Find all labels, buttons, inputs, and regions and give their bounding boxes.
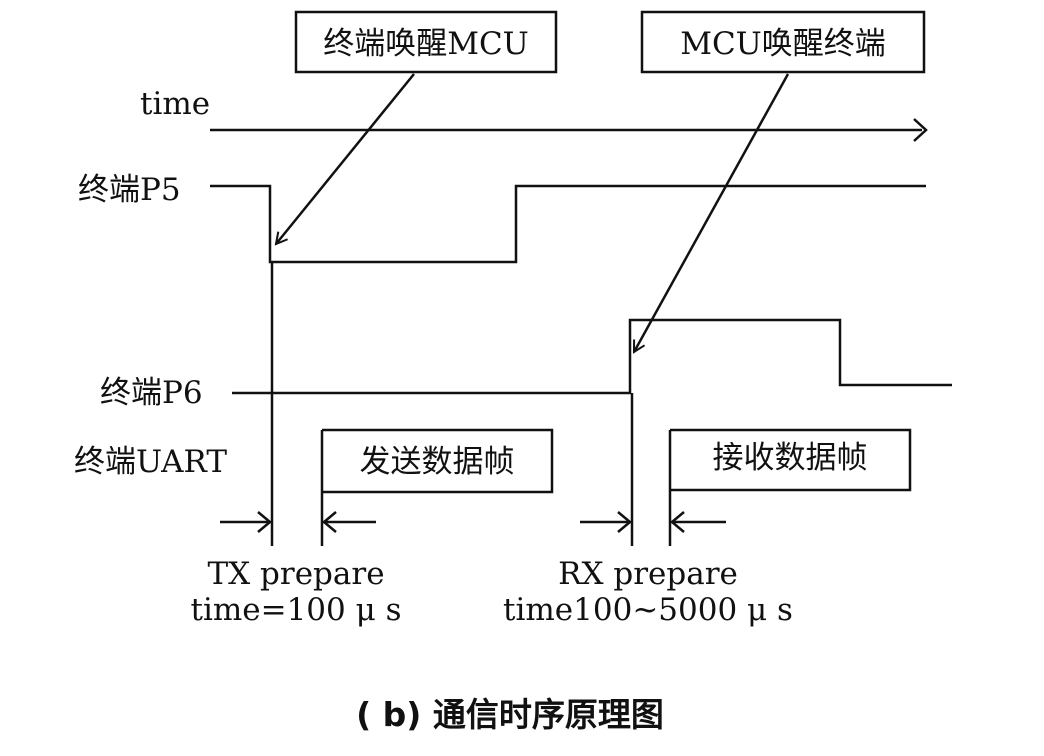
rx-arrow-left-icon	[670, 511, 685, 533]
callout-arrow-mcu-wakes-terminal	[632, 73, 790, 352]
tx-prepare-time: time=100 μ s	[190, 592, 401, 628]
callout-mcu-wakes-terminal: MCU唤醒终端	[640, 10, 926, 74]
tx-arrow-right-icon	[257, 511, 272, 533]
figure-caption: ( b) 通信时序原理图	[356, 695, 664, 734]
rx-prepare-time: time100~5000 μ s	[503, 592, 793, 628]
callout-terminal-wakes-mcu: 终端唤醒MCU	[294, 10, 558, 74]
frame-send: 发送数据帧	[320, 428, 554, 546]
signal-label-p6: 终端P6	[100, 375, 203, 411]
waveform-p6	[232, 318, 952, 395]
callout-arrow-terminal-wakes-mcu	[276, 73, 415, 244]
callout-terminal-wakes-mcu-text: 终端唤醒MCU	[323, 26, 529, 62]
frame-receive: 接收数据帧	[668, 428, 912, 546]
signal-label-uart: 终端UART	[74, 444, 227, 480]
frame-send-label: 发送数据帧	[360, 444, 515, 480]
rx-prepare-dimension	[580, 511, 726, 533]
time-axis-label: time	[140, 86, 210, 122]
time-axis-arrowhead-icon	[913, 118, 928, 142]
rx-arrow-right-icon	[617, 511, 632, 533]
waveform-p5	[210, 184, 926, 264]
tx-prepare-dimension	[220, 511, 376, 533]
callout-mcu-wakes-terminal-text: MCU唤醒终端	[680, 26, 886, 62]
tx-prepare-label: TX prepare	[207, 556, 384, 592]
rx-prepare-label: RX prepare	[558, 556, 738, 592]
tx-arrow-left-icon	[322, 511, 337, 533]
signal-label-p5: 终端P5	[78, 172, 181, 208]
frame-receive-label: 接收数据帧	[713, 440, 868, 476]
